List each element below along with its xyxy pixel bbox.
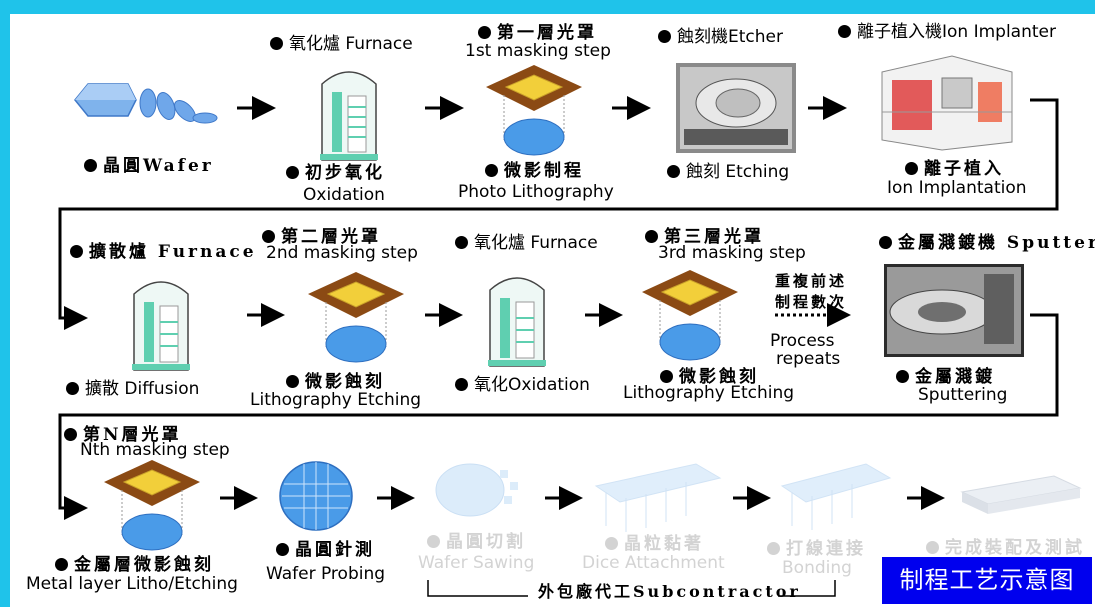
chip-package-icon [960,475,1082,514]
ion-implanter-photo [881,55,1013,151]
metal-zh-label: 金屬層微影蝕刻 [55,556,214,575]
diagram-title: 制程工艺示意图 [882,557,1092,604]
mask3-en-label: 3rd masking step [658,243,806,263]
bonding-en-label: Bonding [782,558,852,578]
mask1-en-label: 1st masking step [465,41,611,61]
furnace1-label: 氧化爐 Furnace [270,35,413,54]
dice-en-label: Dice Attachment [582,553,725,573]
probing-zh-label: 晶圓針測 [276,541,375,560]
sawing-en-label: Wafer Sawing [418,553,535,573]
probe-wafer-icon [279,461,353,531]
etching-label: 蝕刻 Etching [667,163,789,182]
photomask-icon [308,272,404,363]
sputter-photo [884,264,1024,357]
repeat-en-line2: repeats [776,349,841,369]
oxidation-en-label: Oxidation [303,185,385,205]
implant-en-label: Ion Implantation [887,178,1027,198]
oxidation-zh-label: 初步氧化 [286,164,385,183]
probing-en-label: Wafer Probing [266,564,386,584]
photo-en-label: Photo Lithography [458,182,614,202]
repeat-en-line1: Process [770,331,835,351]
maskN-en-label: Nth masking step [80,440,230,460]
metal-en-label: Metal layer Litho/Etching [26,574,238,594]
furnace-icon [488,277,546,367]
left-border [0,0,10,607]
bonding-icon [780,463,892,530]
litho3-zh-label: 微影蝕刻 [660,368,759,387]
sputtering-zh-label: 金屬濺鍍 [896,368,995,387]
oxid3-label: 氧化Oxidation [455,376,590,395]
implant-zh-label: 離子植入 [905,160,1004,179]
furnace-icon [320,71,378,161]
mask2-zh-label: 第二層光罩 [262,228,381,247]
wafer-ingot-icon [74,83,218,124]
bonding-zh-label: 打線連接 [767,540,866,559]
diffusion-label: 擴散 Diffusion [66,380,199,399]
die-attach-icon [594,463,722,532]
photo-zh-label: 微影制程 [485,162,584,181]
assembly-zh-label: 完成裝配及測試 [926,539,1085,558]
sputter-label: 金屬濺鍍機 Sputter [879,234,1095,253]
mask3-zh-label: 第三層光罩 [645,228,764,247]
maskN-zh-label: 第N層光罩 [64,426,182,445]
photomask-icon [486,65,582,156]
furnace2-label: 擴散爐 Furnace [70,243,257,262]
repeat-zh-line1: 重複前述 [775,272,848,290]
repeat-zh-line2: 制程數次 [775,293,848,311]
mask2-en-label: 2nd masking step [266,243,418,263]
mask1-zh-label: 第一層光罩 [478,24,597,43]
dice-zh-label: 晶粒黏著 [605,535,704,554]
sawing-zh-label: 晶圓切割 [427,533,526,552]
furnace3-label: 氧化爐 Furnace [455,234,598,253]
photomask-icon [642,270,738,361]
etcher-photo [676,63,796,153]
subcontractor-label: 外包廠代工Subcontractor [538,582,801,601]
etcher-label: 蝕刻機Etcher [658,28,783,47]
implanter-label: 離子植入機Ion Implanter [838,23,1056,42]
furnace-icon [132,281,190,371]
top-border [0,0,1095,14]
litho3-en-label: Lithography Etching [623,383,795,403]
litho2-en-label: Lithography Etching [250,390,422,410]
sawn-wafer-icon [435,463,518,517]
litho2-zh-label: 微影蝕刻 [286,373,385,392]
wafer-label: 晶圓Wafer [84,157,214,176]
sputtering-en-label: Sputtering [918,385,1008,405]
photomask-icon [104,460,200,551]
